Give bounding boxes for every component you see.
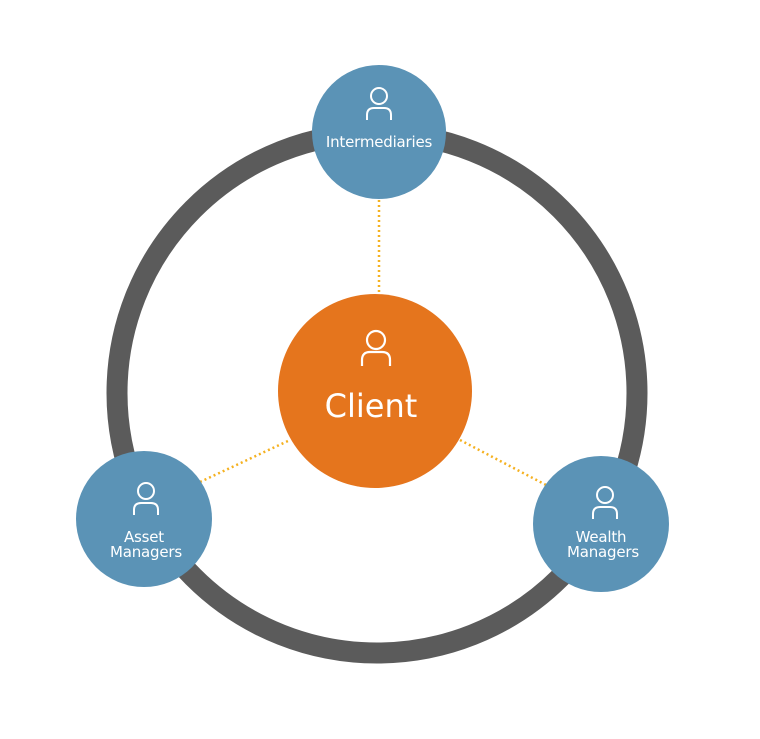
connector-wealth-managers [459,438,549,488]
person-icon [366,87,392,120]
connector-asset-managers [199,438,291,484]
node-wealth-managers-label-line1: Wealth [576,528,627,546]
node-wealth-managers[interactable]: Wealth Managers [533,456,669,592]
node-client-circle [278,294,472,488]
person-icon [592,486,618,519]
person-icon [360,329,392,366]
node-client-label: Client [325,387,418,425]
node-intermediaries-circle [312,65,446,199]
node-asset-managers-label-line2: Managers [110,543,182,561]
node-asset-managers[interactable]: Asset Managers [76,451,212,587]
node-asset-managers-label-line1: Asset [124,528,164,546]
node-wealth-managers-label-line2: Managers [567,543,639,561]
person-icon [133,482,159,515]
node-intermediaries[interactable]: Intermediaries [312,65,446,199]
node-asset-managers-circle [76,451,212,587]
node-wealth-managers-circle [533,456,669,592]
node-client[interactable]: Client [278,294,472,488]
node-intermediaries-label: Intermediaries [326,133,433,151]
